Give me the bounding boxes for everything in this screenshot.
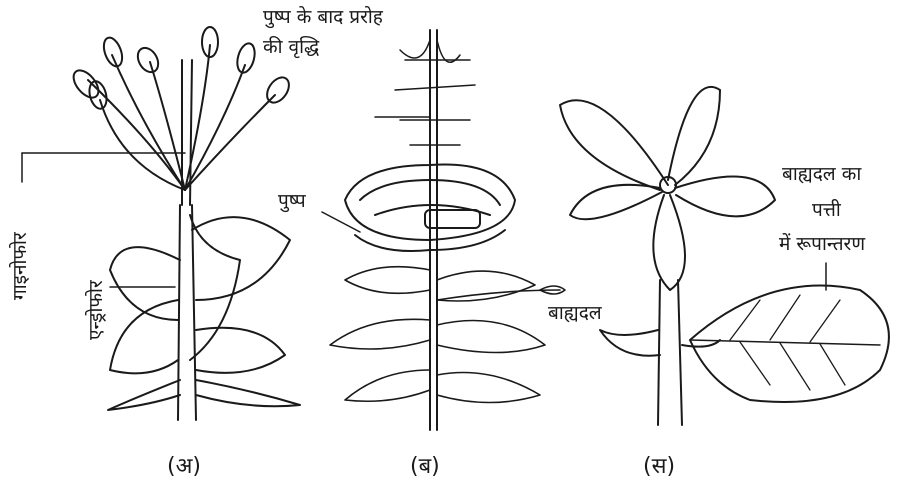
- figure-b-flower: [322, 30, 565, 430]
- stalk-c: [658, 280, 682, 425]
- label-flower: पुष्प: [278, 190, 306, 213]
- petals-c: [560, 87, 775, 290]
- petals: [108, 215, 300, 410]
- caption-a: (अ): [167, 450, 201, 480]
- caption-c: (स): [643, 450, 675, 480]
- flower-pointer: [322, 212, 360, 232]
- shoot-growth: [395, 40, 475, 145]
- label-sepal-leaf-line1: बाह्यदल का: [782, 163, 861, 186]
- caption-b: (ब): [410, 450, 440, 480]
- label-sepal-leaf-line3: में रूपान्तरण: [779, 233, 865, 256]
- figure-c-flower: [560, 87, 889, 425]
- label-sepal-leaf-line2: पत्ती: [812, 199, 841, 222]
- leaves-b: [330, 267, 565, 403]
- label-growth-line1: पुष्प के बाद प्ररोह: [263, 6, 383, 29]
- label-gynophore: गाइनोफोर: [6, 232, 32, 300]
- figure-a-flower: [22, 27, 300, 420]
- central-axis: [430, 30, 437, 430]
- sepal-leaf: [690, 286, 889, 402]
- label-sepal: बाह्यदल: [548, 302, 602, 325]
- androphore-stalk: [178, 205, 196, 420]
- label-growth-line2: की वृद्धि: [263, 36, 319, 59]
- label-androphore: एन्ड्रोफोर: [82, 280, 108, 340]
